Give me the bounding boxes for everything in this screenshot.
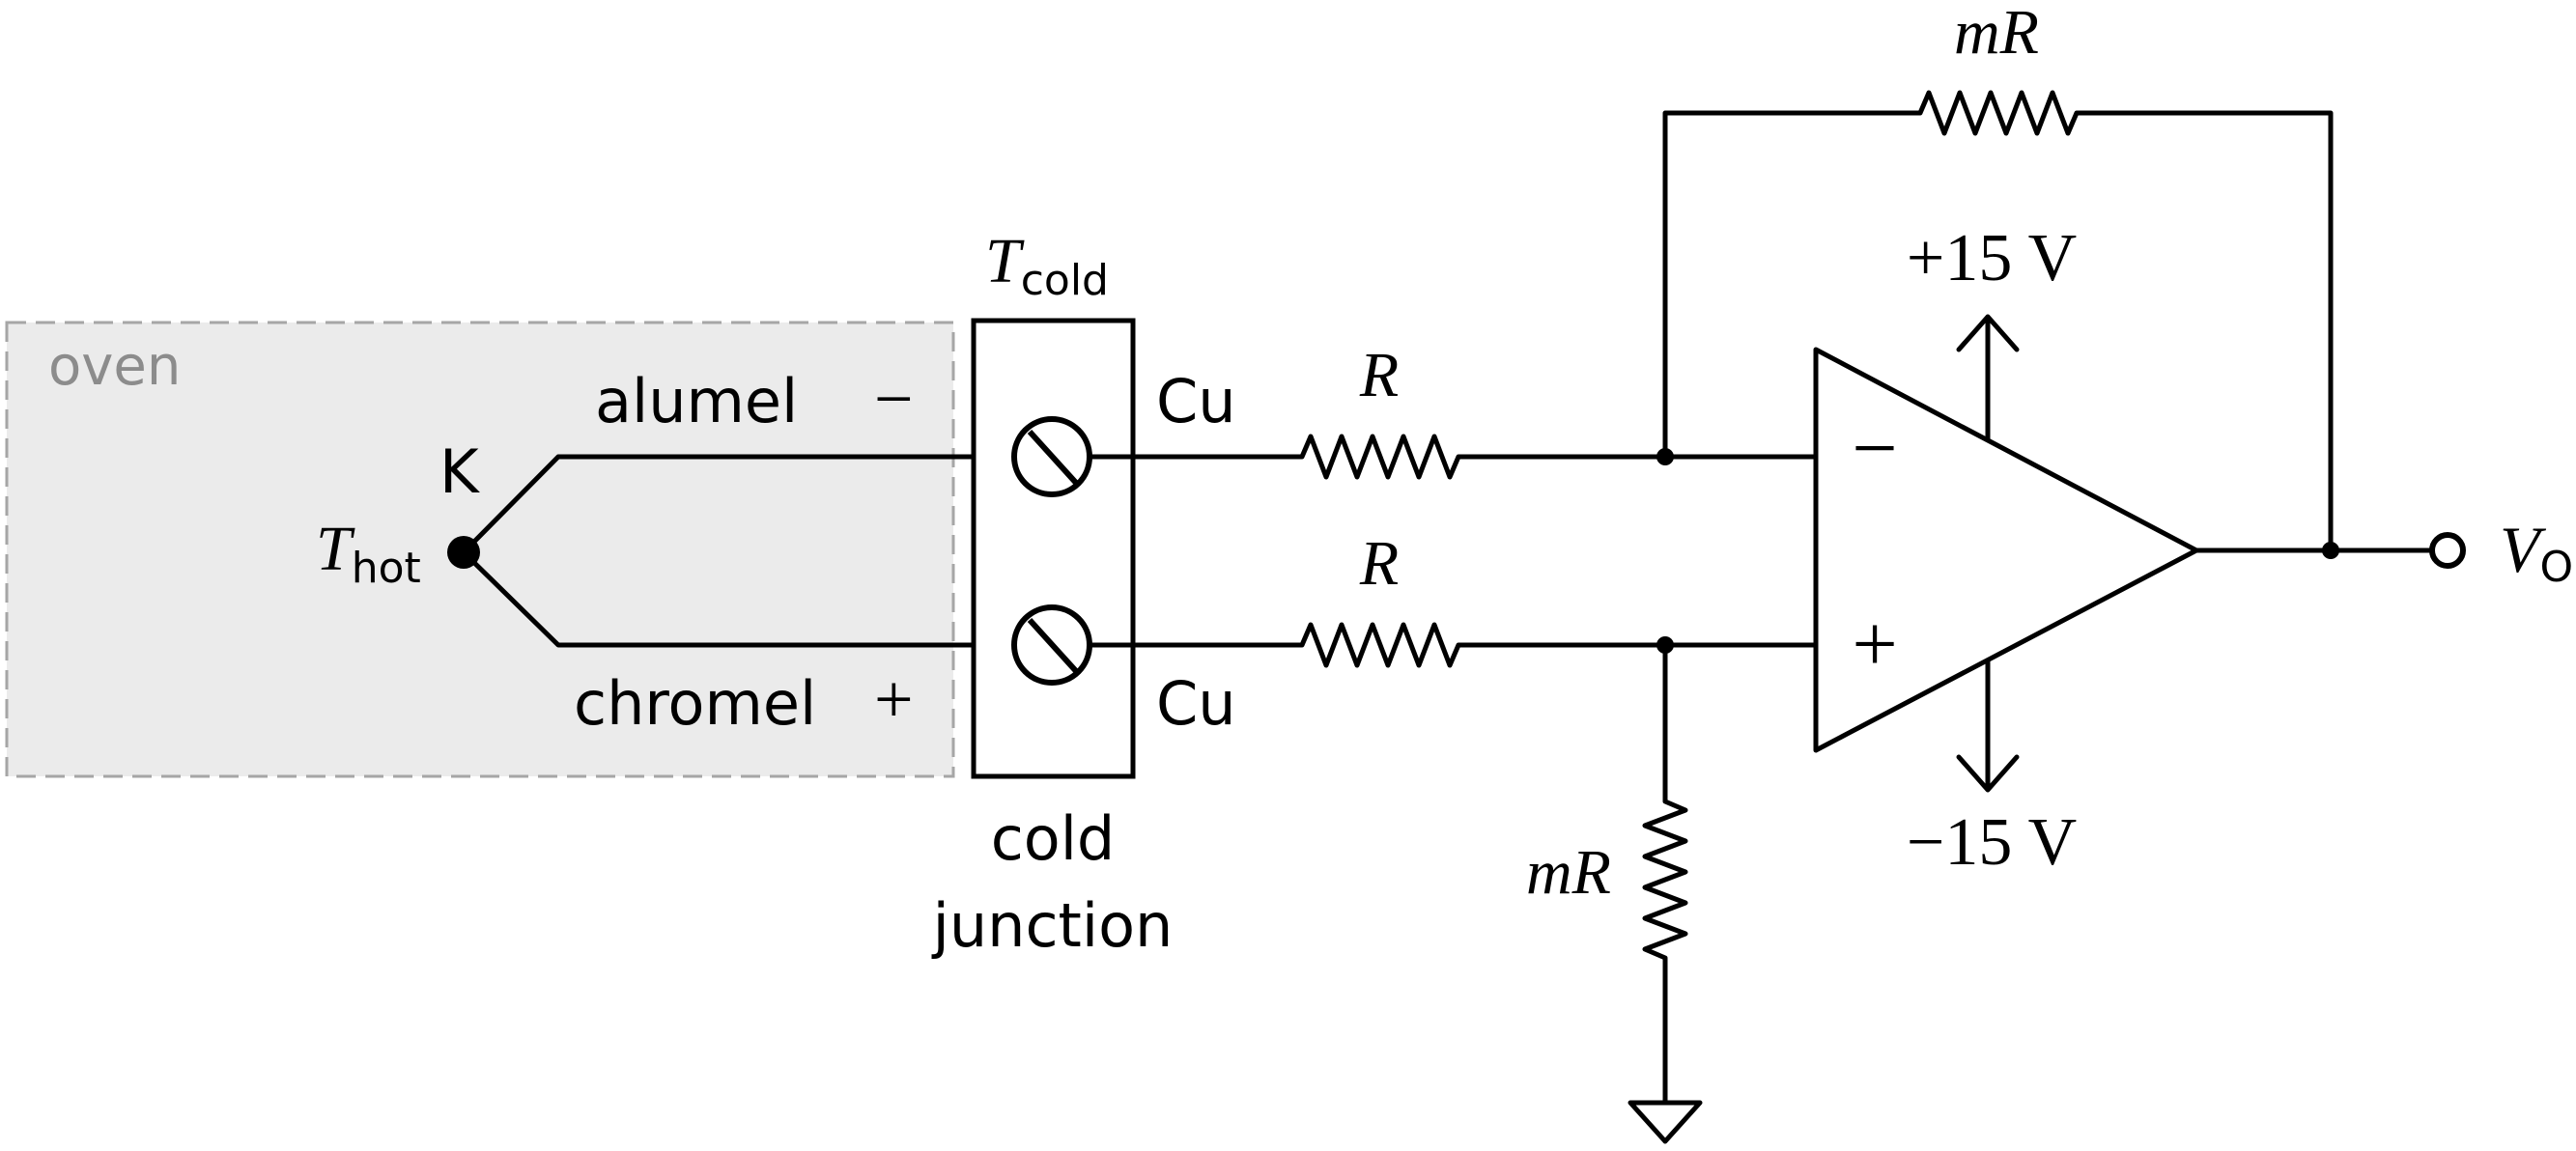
positive-supply-arrow-icon bbox=[1956, 314, 2020, 442]
ground-resistor-m: m bbox=[1526, 837, 1572, 908]
inverting-input-symbol: − bbox=[1852, 404, 1897, 493]
opamp: − + +15 V −15 V bbox=[1813, 221, 2199, 880]
hot-temperature-label: Thot bbox=[316, 514, 421, 593]
chromel-polarity: + bbox=[874, 660, 914, 738]
negative-supply-arrow-icon bbox=[1956, 659, 2020, 793]
terminal-screw-top bbox=[1011, 416, 1092, 497]
hot-junction-dot bbox=[447, 536, 480, 569]
output-voltage-subscript: O bbox=[2540, 543, 2574, 592]
cold-temperature-symbol: T bbox=[985, 226, 1025, 296]
cold-junction-block bbox=[971, 318, 1136, 779]
positive-supply-label: +15 V bbox=[1907, 221, 2077, 295]
terminal-screw-bottom bbox=[1011, 604, 1092, 686]
cold-temperature-subscript: cold bbox=[1021, 256, 1109, 305]
ground-resistor-wire bbox=[1642, 642, 1688, 1106]
feedback-wire bbox=[1662, 90, 2334, 553]
input-resistor-top-label: R bbox=[1359, 340, 1399, 410]
bottom-input-wire bbox=[1087, 622, 1819, 668]
cold-junction: Tcold cold junction Cu Cu bbox=[931, 226, 1236, 961]
opamp-triangle bbox=[1813, 347, 2199, 753]
junction-dots bbox=[1656, 448, 2339, 654]
hot-temperature-symbol: T bbox=[316, 514, 355, 584]
input-resistor-bottom-label: R bbox=[1359, 528, 1399, 599]
oven-box bbox=[5, 321, 955, 778]
output-terminal-icon bbox=[2429, 532, 2466, 569]
feedback-resistor-m: m bbox=[1954, 0, 2000, 68]
ground-resistor-r: R bbox=[1571, 837, 1611, 908]
cold-junction-label-line1: cold bbox=[991, 803, 1116, 874]
output-voltage-symbol: V bbox=[2500, 513, 2547, 586]
negative-supply-label: −15 V bbox=[1907, 805, 2077, 880]
junction-dot-output bbox=[2322, 542, 2339, 559]
input-network: R R bbox=[1087, 340, 1819, 668]
chromel-label: chromel bbox=[574, 668, 816, 739]
feedback-resistor-r: R bbox=[1999, 0, 2039, 68]
thermocouple-type-label: K bbox=[439, 436, 480, 507]
alumel-wire bbox=[461, 454, 1017, 555]
copper-top-label: Cu bbox=[1156, 366, 1236, 436]
ground-icon bbox=[1628, 1100, 1703, 1144]
feedback-resistor-label: mR bbox=[1954, 0, 2039, 68]
oven-region: oven bbox=[5, 321, 955, 778]
top-input-wire bbox=[1087, 434, 1819, 480]
chromel-wire bbox=[461, 549, 1017, 648]
junction-dot-noninverting bbox=[1656, 636, 1674, 654]
feedback-network: mR bbox=[1662, 0, 2334, 553]
noninverting-input-symbol: + bbox=[1852, 600, 1897, 689]
copper-bottom-label: Cu bbox=[1156, 668, 1236, 739]
cold-temperature-label: Tcold bbox=[985, 226, 1109, 305]
thermocouple: K Thot alumel − chromel + bbox=[316, 360, 1017, 739]
oven-label: oven bbox=[48, 335, 181, 398]
alumel-polarity: − bbox=[874, 360, 914, 437]
cold-junction-label-line2: junction bbox=[931, 890, 1174, 961]
hot-temperature-subscript: hot bbox=[352, 544, 421, 593]
output-stage: VO bbox=[2194, 513, 2573, 592]
output-voltage-label: VO bbox=[2500, 513, 2573, 592]
ground-resistor-label: mR bbox=[1526, 837, 1611, 908]
junction-dot-inverting bbox=[1656, 448, 1674, 465]
alumel-label: alumel bbox=[595, 366, 798, 436]
ground-network: mR bbox=[1526, 642, 1703, 1144]
